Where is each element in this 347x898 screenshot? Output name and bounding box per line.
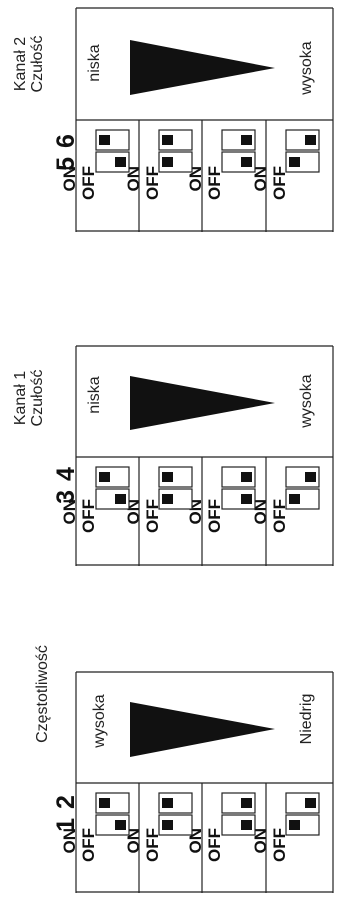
switch-slot: [285, 129, 320, 151]
heading-line-2: Czułość: [29, 35, 46, 93]
heading-line-1: Kanał 1: [12, 370, 29, 426]
switch-knob: [305, 135, 316, 145]
high-label: wysoka: [298, 374, 315, 428]
on-label: ON: [60, 166, 79, 192]
on-label: ON: [251, 166, 270, 192]
on-off-label: ON OFF: [186, 828, 228, 898]
on-label: ON: [60, 828, 79, 854]
heading-line-1: Częstotliwość: [34, 645, 51, 743]
on-off-label: ON OFF: [60, 166, 102, 236]
switch-knob: [162, 472, 173, 482]
low-label: niska: [86, 44, 103, 82]
switch-knob: [162, 798, 173, 808]
on-label: ON: [251, 828, 270, 854]
on-label: ON: [124, 499, 143, 525]
off-label: OFF: [205, 828, 224, 862]
high-label: Niedrig: [298, 693, 315, 745]
switch-knob: [99, 798, 110, 808]
wedge-shape: [130, 376, 275, 430]
switch-slot: [221, 466, 256, 488]
heading-line-1: Kanał 2: [12, 36, 29, 92]
switch-knob: [241, 135, 252, 145]
off-label: OFF: [270, 166, 289, 200]
on-off-label: ON OFF: [251, 499, 293, 569]
on-off-label: ON OFF: [124, 166, 166, 236]
switch-slot: [158, 792, 193, 814]
switch-knob: [241, 472, 252, 482]
wedge-shape: [130, 702, 275, 757]
off-label: OFF: [79, 828, 98, 862]
switch-knob: [241, 798, 252, 808]
off-label: OFF: [143, 499, 162, 533]
low-label: niska: [86, 376, 103, 414]
off-label: OFF: [79, 166, 98, 200]
on-off-label: ON OFF: [186, 166, 228, 236]
switch-slot: [285, 466, 320, 488]
switch-slot: [285, 792, 320, 814]
on-label: ON: [251, 499, 270, 525]
off-label: OFF: [205, 166, 224, 200]
off-label: OFF: [79, 499, 98, 533]
switch-slot: [158, 466, 193, 488]
block-heading: Kanał 1 Czułość: [12, 358, 48, 438]
switch-knob: [162, 135, 173, 145]
on-off-label: ON OFF: [60, 828, 102, 898]
off-label: OFF: [143, 166, 162, 200]
switch-knob: [99, 135, 110, 145]
on-off-label: ON OFF: [124, 499, 166, 569]
switch-slot: [95, 129, 130, 151]
low-label: wysoka: [91, 694, 108, 748]
switch-knob: [305, 472, 316, 482]
on-label: ON: [186, 166, 205, 192]
wedge-shape: [130, 40, 275, 95]
on-label: ON: [124, 166, 143, 192]
on-off-label: ON OFF: [60, 499, 102, 569]
on-off-label: ON OFF: [124, 828, 166, 898]
switch-slot: [95, 792, 130, 814]
on-off-label: ON OFF: [251, 166, 293, 236]
block-heading: Kanał 2 Czułość: [12, 24, 48, 104]
off-label: OFF: [205, 499, 224, 533]
on-label: ON: [124, 828, 143, 854]
off-label: OFF: [270, 828, 289, 862]
switch-knob: [305, 798, 316, 808]
on-off-label: ON OFF: [251, 828, 293, 898]
off-label: OFF: [270, 499, 289, 533]
on-label: ON: [186, 499, 205, 525]
off-label: OFF: [143, 828, 162, 862]
switch-slot: [158, 129, 193, 151]
high-label: wysoka: [298, 41, 315, 95]
switch-slot: [95, 466, 130, 488]
on-label: ON: [60, 499, 79, 525]
switch-knob: [99, 472, 110, 482]
on-off-label: ON OFF: [186, 499, 228, 569]
heading-line-2: Czułość: [29, 369, 46, 427]
switch-slot: [221, 129, 256, 151]
switch-slot: [221, 792, 256, 814]
block-heading: Częstotliwość: [34, 634, 54, 754]
on-label: ON: [186, 828, 205, 854]
